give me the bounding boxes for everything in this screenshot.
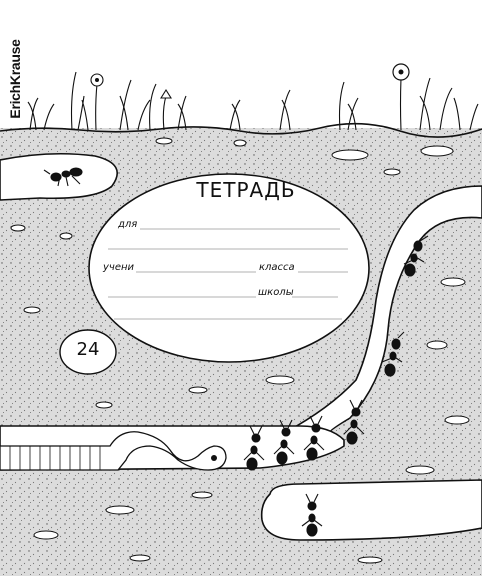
- ant-bottom: [301, 493, 323, 537]
- grass: [27, 71, 479, 131]
- brand-logo: ErichKrause: [4, 24, 26, 134]
- ant-marching-4: [243, 425, 265, 471]
- pebbles: [10, 137, 470, 564]
- sheet-count: 24: [76, 339, 100, 360]
- bell-flower: [160, 88, 172, 131]
- label-for: для: [118, 219, 138, 230]
- ground-line: [0, 122, 482, 138]
- ant-top-left: [43, 167, 83, 187]
- label-class: класса: [259, 262, 295, 273]
- write-in-lines: [108, 228, 348, 320]
- worm: [0, 431, 227, 471]
- label-student: учени: [103, 262, 135, 273]
- brand-name: ErichKrause: [7, 39, 23, 119]
- cover-title: ТЕТРАДЬ: [196, 178, 296, 202]
- sheet-count-pebble: [59, 329, 117, 375]
- daisy-flower-left: [90, 73, 104, 131]
- tunnel-bottom-right: [260, 479, 482, 541]
- ant-marching-1: [343, 399, 365, 445]
- ant-marching-3: [273, 419, 295, 465]
- ant-climbing-2: [381, 331, 405, 377]
- ant-climbing-1: [403, 235, 429, 277]
- label-chamber: [88, 173, 370, 363]
- daisy-flower-right: [392, 63, 410, 131]
- label-school: школы: [258, 287, 294, 298]
- ant-marching-2: [303, 415, 325, 461]
